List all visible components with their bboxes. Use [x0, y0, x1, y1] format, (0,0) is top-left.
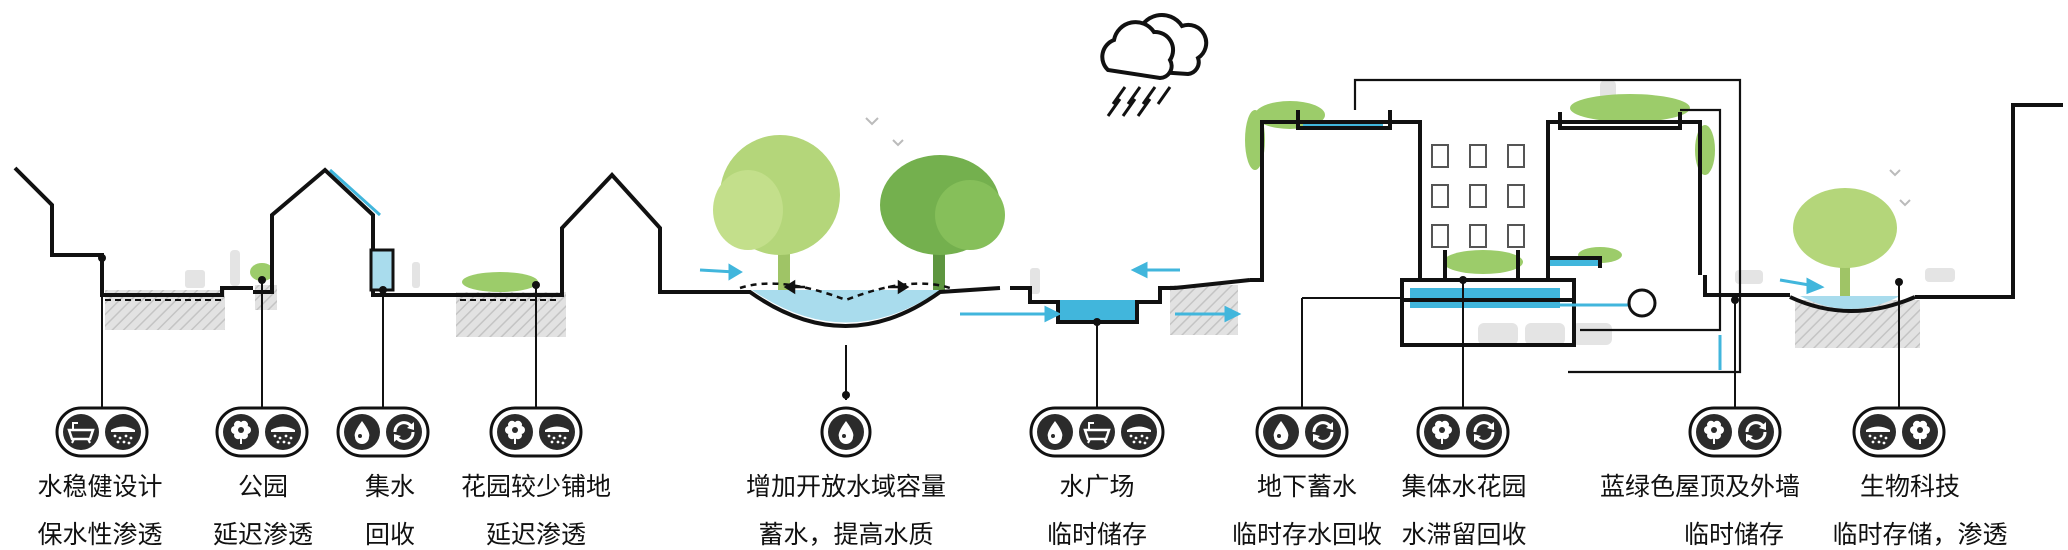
birds	[865, 117, 1911, 207]
station-title: 集体水花园	[1401, 472, 1527, 501]
station-subtitle: 延迟渗透	[212, 520, 313, 549]
recycle-icon	[1466, 414, 1502, 450]
station-title: 公园	[237, 472, 288, 501]
station-subtitle: 临时储存	[1046, 520, 1147, 549]
bathtub-icon	[1079, 414, 1115, 450]
station-subtitle: 回收	[364, 520, 415, 549]
icon-pill	[336, 406, 430, 458]
soil-icon	[1121, 414, 1157, 450]
rain-pipe	[1353, 78, 1742, 374]
station-title: 水稳健设计	[37, 472, 163, 501]
icon-pill	[1852, 406, 1946, 458]
tree-dark	[880, 155, 1005, 290]
icon-pill	[1029, 406, 1165, 458]
station-title: 花园较少铺地	[460, 472, 611, 501]
station-subtitle: 蓄水，提高水质	[758, 520, 934, 549]
station-subtitle: 水滞留回收	[1401, 520, 1527, 549]
soil-icon	[265, 414, 301, 450]
water-bodies	[752, 120, 1900, 323]
rain-cloud-icon	[1100, 12, 1209, 117]
soil-icon	[539, 414, 575, 450]
recycle-icon	[386, 414, 422, 450]
station-subtitle: 临时储存	[1683, 520, 1784, 549]
icon-pill	[1416, 406, 1510, 458]
flower-icon	[1424, 414, 1460, 450]
black-flow-arrows	[783, 279, 910, 295]
icon-pill	[1255, 406, 1349, 458]
soil-icon	[105, 414, 141, 450]
icon-pill	[489, 406, 583, 458]
section-outline	[13, 103, 2063, 347]
open-water-pond	[752, 290, 940, 323]
flower-icon	[497, 414, 533, 450]
leader-dots	[98, 254, 1903, 399]
station-title: 集水	[364, 472, 415, 501]
water-drop-icon	[1263, 414, 1299, 450]
flower-icon	[1902, 414, 1938, 450]
station-title: 地下蓄水	[1256, 472, 1357, 501]
flower-icon	[1696, 414, 1732, 450]
station-title: 蓝绿色屋顶及外墙	[1599, 472, 1800, 501]
water-drop-icon	[344, 414, 380, 450]
tank-valve	[1627, 288, 1657, 318]
tree-bio	[1793, 188, 1897, 300]
icon-pill	[55, 406, 149, 458]
icon-pill	[820, 406, 872, 458]
water-drop-icon	[828, 414, 864, 450]
recycle-icon	[1738, 414, 1774, 450]
station-title: 水广场	[1059, 472, 1135, 501]
bathtub-icon	[63, 414, 99, 450]
building-windows	[1431, 144, 1525, 248]
soil-icon	[1860, 414, 1896, 450]
water-square-basin	[1060, 300, 1135, 322]
recycle-icon	[1305, 414, 1341, 450]
house-downpipe	[328, 168, 395, 292]
flower-icon	[223, 414, 259, 450]
station-title: 增加开放水域容量	[745, 472, 946, 501]
station-subtitle: 临时存储，渗透	[1832, 520, 2008, 549]
tree-light	[713, 135, 840, 290]
flood-line	[739, 282, 951, 302]
icon-pills	[55, 406, 1946, 458]
water-drop-icon	[1037, 414, 1073, 450]
trees	[713, 135, 1897, 300]
station-subtitle: 临时存水回收	[1231, 520, 1382, 549]
station-subtitle: 延迟渗透	[485, 520, 586, 549]
station-subtitle: 保水性渗透	[37, 520, 163, 549]
icon-pill	[1688, 406, 1782, 458]
icon-pill	[215, 406, 309, 458]
roof-gardens	[1296, 110, 1682, 282]
station-title: 生物科技	[1859, 472, 1960, 501]
leader-lines	[101, 258, 1900, 410]
water-flow-arrows	[699, 261, 1825, 370]
background-figures	[185, 80, 1955, 345]
